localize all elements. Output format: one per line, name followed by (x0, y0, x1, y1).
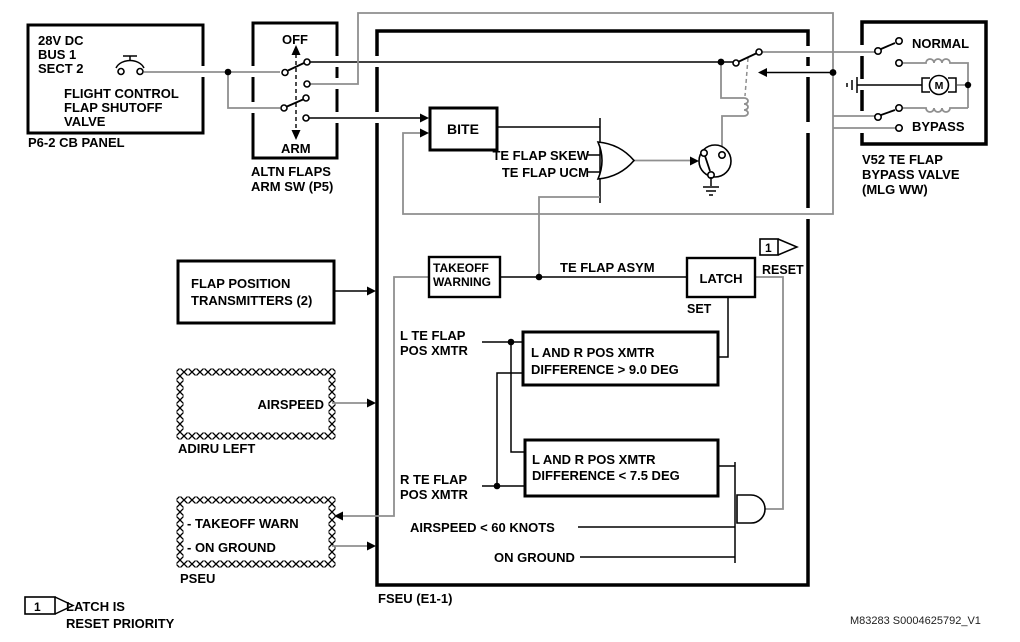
bypass-valve-box (860, 20, 988, 146)
skew-label: TE FLAP SKEW (492, 148, 589, 163)
takeoff-warning-box (427, 255, 502, 299)
airspeed60-label: AIRSPEED < 60 KNOTS (410, 520, 555, 535)
pseu-bus-box (176, 496, 336, 568)
diff9-line2: DIFFERENCE > 9.0 DEG (531, 362, 679, 377)
l-xmtr-line1: L TE FLAP (400, 328, 466, 343)
arm-switch-caption1: ALTN FLAPS (251, 164, 331, 179)
note-flag (24, 596, 75, 615)
note-line1: LATCH IS (66, 599, 125, 614)
flap-transmitters-line2: TRANSMITTERS (2) (191, 293, 312, 308)
switch-arm-label: ARM (281, 141, 311, 156)
motor-letter: M (935, 80, 944, 92)
wires (144, 12, 969, 563)
switch-off-label: OFF (282, 32, 308, 47)
adiru-bus-box (176, 368, 336, 440)
diff75-line2: DIFFERENCE < 7.5 DEG (532, 468, 680, 483)
or-gate (596, 141, 636, 180)
document-number: M83283 S0004625792_V1 (850, 615, 981, 627)
cb-device-line3: VALVE (64, 114, 106, 129)
latch-label: LATCH (699, 271, 742, 286)
arm-switch-caption2: ARM SW (P5) (251, 179, 333, 194)
reset-priority-flag (759, 238, 799, 256)
valve-bypass-label: BYPASS (912, 119, 965, 134)
adiru-caption: ADIRU LEFT (178, 441, 255, 456)
diff75-line1: L AND R POS XMTR (532, 452, 656, 467)
junction-dots (224, 58, 972, 490)
relay-contact (732, 48, 763, 67)
cb-device-line1: FLIGHT CONTROL (64, 86, 179, 101)
valve-normal-label: NORMAL (912, 36, 969, 51)
l-xmtr-line2: POS XMTR (400, 343, 469, 358)
valve-caption3: (MLG WW) (862, 182, 928, 197)
pseu-on-ground-label: - ON GROUND (187, 540, 276, 555)
asym-label: TE FLAP ASYM (560, 260, 655, 275)
takeoff-warning-line1: TAKEOFF (433, 261, 489, 275)
reset-flag-number: 1 (765, 241, 772, 255)
r-xmtr-line2: POS XMTR (400, 487, 469, 502)
flap-transmitters-line1: FLAP POSITION (191, 276, 290, 291)
valve-bypass-switch (873, 104, 903, 133)
diff-gt-9-box (521, 330, 720, 387)
reset-label: RESET (762, 263, 804, 277)
fseu-caption: FSEU (E1-1) (378, 591, 452, 606)
on-ground-label: ON GROUND (494, 550, 575, 565)
r-xmtr-line1: R TE FLAP (400, 472, 467, 487)
labels: 28V DC BUS 1 SECT 2 FLIGHT CONTROL FLAP … (28, 32, 981, 631)
valve-motor-icon (921, 74, 957, 96)
latch-box (685, 256, 757, 299)
diff-lt-7-5-box (523, 438, 720, 498)
valve-caption1: V52 TE FLAP (862, 152, 943, 167)
valve-caption2: BYPASS VALVE (862, 167, 960, 182)
arrowheads (334, 68, 767, 551)
note-line2: RESET PRIORITY (66, 616, 175, 631)
note-flag-number: 1 (34, 600, 41, 614)
flap-transmitters-box (176, 259, 336, 325)
set-label: SET (687, 302, 712, 316)
cb-panel-caption: P6-2 CB PANEL (28, 135, 125, 150)
cb-bus-line2: BUS 1 (38, 47, 76, 62)
pseu-takeoff-warn-label: - TAKEOFF WARN (187, 516, 299, 531)
bite-label: BITE (447, 121, 479, 137)
cb-bus-line3: SECT 2 (38, 61, 84, 76)
valve-ground-icon (846, 77, 858, 93)
pseu-caption: PSEU (180, 571, 215, 586)
circuit-breaker-icon (115, 55, 145, 76)
adiru-airspeed-label: AIRSPEED (258, 397, 324, 412)
and-gate (736, 494, 766, 524)
ucm-label: TE FLAP UCM (502, 165, 589, 180)
diff9-line1: L AND R POS XMTR (531, 345, 655, 360)
bite-box (428, 106, 499, 152)
cb-panel-box (26, 23, 205, 135)
arm-switch-contacts (280, 45, 311, 140)
valve-normal-switch (873, 36, 903, 67)
cb-device-line2: FLAP SHUTOFF (64, 100, 163, 115)
cb-bus-line1: 28V DC (38, 33, 84, 48)
takeoff-warning-line2: WARNING (433, 275, 491, 289)
